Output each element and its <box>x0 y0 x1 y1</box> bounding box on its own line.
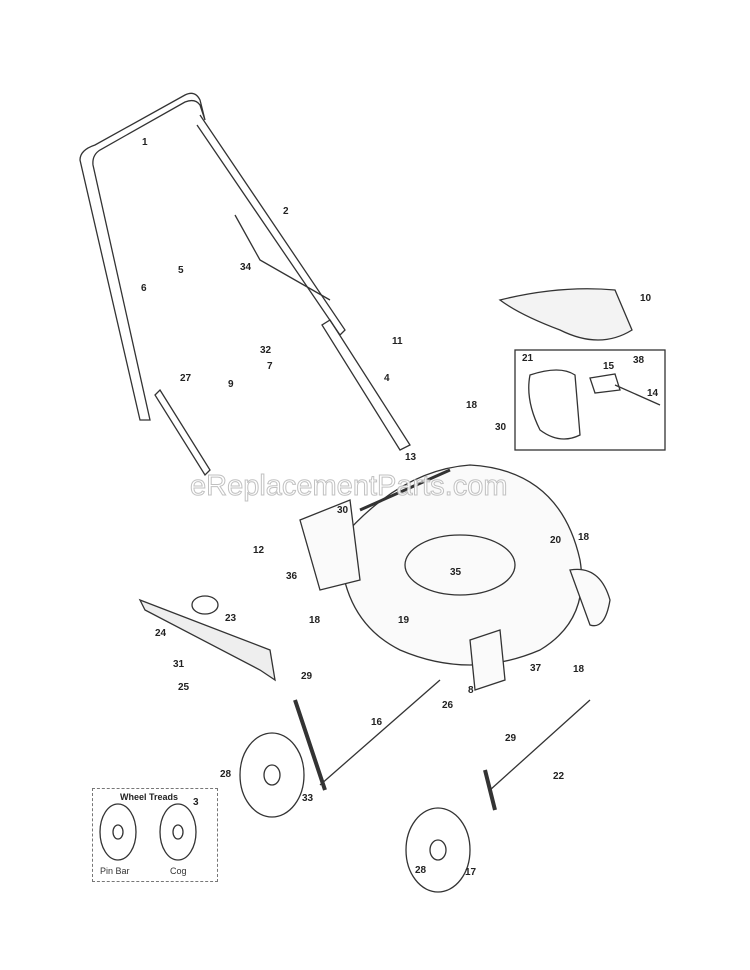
callout: 15 <box>603 361 615 372</box>
callout: 34 <box>240 262 252 273</box>
front-axle <box>293 679 441 791</box>
callout: 13 <box>405 452 417 463</box>
detail-inset <box>514 349 666 451</box>
callout: 3 <box>193 797 199 808</box>
callout: 35 <box>450 567 462 578</box>
callout: 7 <box>267 361 273 372</box>
tread-cog-label: Cog <box>170 866 187 876</box>
callout: 36 <box>286 571 298 582</box>
lower-handle <box>154 319 411 477</box>
mower-deck <box>299 464 611 691</box>
callout: 21 <box>522 353 534 364</box>
upper-handle <box>79 92 346 421</box>
callout: 16 <box>371 717 383 728</box>
callout: 30 <box>337 505 349 516</box>
callout: 2 <box>283 206 289 217</box>
callout: 18 <box>466 400 478 411</box>
wheel-33 <box>239 732 305 818</box>
callout: 6 <box>141 283 147 294</box>
watermark: eReplacementParts.com <box>190 470 509 503</box>
wheel-treads-title: Wheel Treads <box>120 792 179 802</box>
callout: 8 <box>468 685 474 696</box>
callout: 26 <box>442 700 454 711</box>
callout: 4 <box>384 373 390 384</box>
callout: 11 <box>392 336 403 347</box>
callout: 28 <box>415 865 427 876</box>
cable <box>234 214 331 301</box>
callout: 28 <box>220 769 232 780</box>
callout: 33 <box>302 793 314 804</box>
callout: 18 <box>573 664 585 675</box>
pin-bar-wheel <box>99 803 137 861</box>
callout: 18 <box>578 532 590 543</box>
callout: 23 <box>225 613 237 624</box>
callout: 1 <box>142 137 148 148</box>
callout: 27 <box>180 373 192 384</box>
callout: 5 <box>178 265 184 276</box>
callout: 31 <box>173 659 185 670</box>
callout: 12 <box>253 545 265 556</box>
wheel-17 <box>405 807 471 893</box>
callout: 10 <box>640 293 652 304</box>
callout: 19 <box>398 615 410 626</box>
callout: 32 <box>260 345 272 356</box>
callout: 17 <box>465 867 477 878</box>
tread-pin-bar-label: Pin Bar <box>100 866 130 876</box>
adapter <box>191 595 219 615</box>
callout: 24 <box>155 628 167 639</box>
callout: 20 <box>550 535 562 546</box>
callout: 38 <box>633 355 645 366</box>
callout: 22 <box>553 771 565 782</box>
wheel-treads-box <box>92 788 218 882</box>
callout: 18 <box>309 615 321 626</box>
callout: 29 <box>505 733 517 744</box>
rear-axle <box>483 699 591 811</box>
callout: 29 <box>301 671 313 682</box>
grass-bag-cover <box>498 288 633 341</box>
callout: 37 <box>530 663 542 674</box>
callout: 25 <box>178 682 190 693</box>
cog-wheel <box>159 803 197 861</box>
mulch-plug <box>528 369 661 440</box>
callout: 9 <box>228 379 234 390</box>
callout: 14 <box>647 388 659 399</box>
blade <box>138 598 276 682</box>
callout: 30 <box>495 422 507 433</box>
